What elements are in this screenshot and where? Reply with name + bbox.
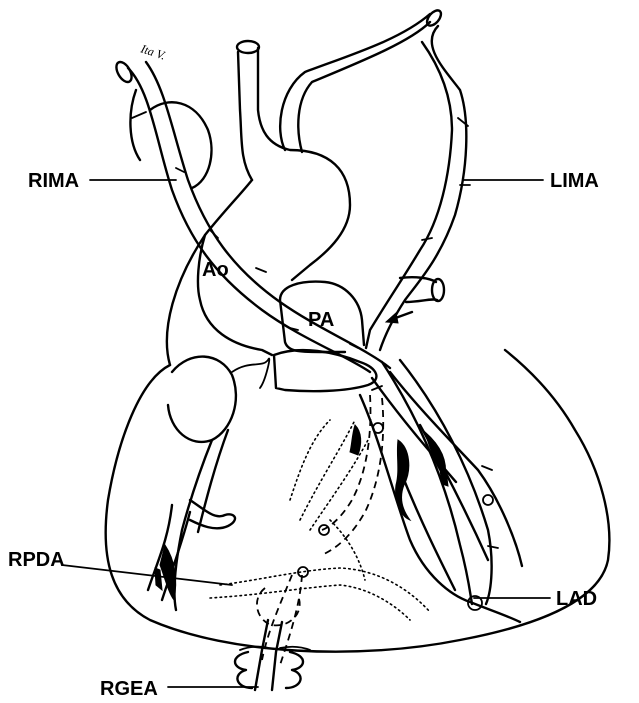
- label-ao: Ao: [202, 259, 229, 281]
- anastomosis-markers: [298, 423, 493, 610]
- label-pa: PA: [308, 309, 334, 331]
- right-atrium: [168, 357, 236, 442]
- pa-arrowhead: [386, 313, 398, 323]
- rima-end-opening: [113, 59, 134, 84]
- rgea-vessel: [255, 620, 282, 690]
- label-rgea: RGEA: [100, 678, 158, 700]
- label-ita-v: Ita V.: [138, 41, 167, 62]
- pa-branch-opening: [432, 279, 444, 301]
- dotted-vessel-1: [220, 568, 430, 612]
- aorta-arch-left: [198, 235, 272, 355]
- lima-end-opening: [424, 8, 443, 28]
- stenosis-lad-2: [425, 432, 448, 486]
- aorta-top-opening: [237, 41, 259, 53]
- heart-outline: [106, 350, 610, 652]
- rgea-wavy: [235, 652, 303, 688]
- auricle: [232, 359, 269, 388]
- lima-graft: [280, 14, 466, 350]
- lad-branch: [400, 425, 488, 590]
- dashed-graft-2: [324, 398, 383, 554]
- rima-distal: [372, 372, 522, 566]
- rca-branch: [190, 500, 235, 528]
- dashed-loop: [257, 588, 300, 625]
- rima-loop: [130, 90, 211, 188]
- dashed-graft-1: [322, 395, 370, 530]
- stenosis-lad-1: [396, 440, 410, 520]
- rpda-leader: [62, 565, 232, 585]
- label-lima: LIMA: [550, 170, 599, 192]
- label-lad: LAD: [556, 588, 597, 610]
- dotted-vessel-2: [210, 585, 410, 620]
- atrial-appendage: [274, 350, 376, 391]
- label-rpda: RPDA: [8, 549, 65, 571]
- stenosis-lad-3: [350, 425, 361, 455]
- label-rima: RIMA: [28, 170, 79, 192]
